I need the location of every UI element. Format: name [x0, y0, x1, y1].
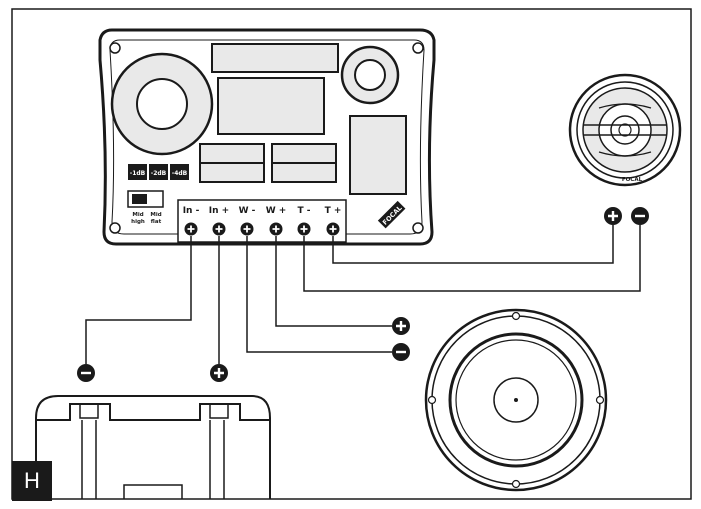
- mounting-hole: [427, 395, 437, 405]
- tweeter-brand-label: FOCAL: [622, 177, 643, 183]
- mounting-hole: [109, 222, 121, 234]
- terminal-screw[interactable]: [212, 222, 226, 236]
- terminal-label-w-plus: W +: [266, 206, 287, 216]
- terminal-screw[interactable]: [326, 222, 340, 236]
- mounting-hole: [109, 42, 121, 54]
- terminal-label-w-minus: W -: [239, 206, 256, 216]
- terminal-label-t-plus: T +: [325, 206, 342, 216]
- terminal-block: [177, 199, 347, 243]
- mounting-hole: [595, 395, 605, 405]
- plus-icon: [392, 317, 410, 335]
- terminal-label-in-minus: In -: [183, 206, 200, 216]
- switch-label-mid-high: Mid: [132, 212, 143, 218]
- terminal-label-in-plus: In +: [209, 206, 229, 216]
- minus-icon: [392, 343, 410, 361]
- attenuation-label: -1dB: [130, 170, 146, 177]
- figure-tag: H: [12, 461, 52, 501]
- wire-tweeter-minus: [303, 225, 641, 292]
- terminal-label-t-minus: T -: [297, 206, 310, 216]
- terminal-screw[interactable]: [297, 222, 311, 236]
- amplifier-housing: [35, 395, 271, 499]
- terminal-screws: [184, 222, 340, 236]
- crossover-component: [217, 77, 325, 135]
- minus-icon: [631, 207, 649, 225]
- tweeter-speaker: FOCAL: [568, 73, 682, 187]
- mounting-hole: [412, 222, 424, 234]
- crossover-component: [349, 115, 407, 195]
- terminal-screw[interactable]: [269, 222, 283, 236]
- amplifier-unit: [35, 395, 271, 499]
- wire-woofer-plus: [275, 236, 392, 327]
- polarity-markers: [77, 207, 649, 382]
- mounting-hole: [412, 42, 424, 54]
- terminal-screw[interactable]: [184, 222, 198, 236]
- wire-woofer-minus: [246, 236, 392, 353]
- crossover-unit: -1dB -2dB -4dB Mid high Mid flat FOCAL I…: [98, 28, 436, 246]
- mounting-hole: [511, 311, 521, 321]
- terminal-screw[interactable]: [240, 222, 254, 236]
- wires: [85, 225, 641, 364]
- attenuation-label: -2dB: [151, 170, 167, 177]
- svg-text:flat: flat: [151, 219, 162, 225]
- wire-input-minus: [85, 236, 192, 364]
- attenuation-label: -4dB: [172, 170, 188, 177]
- crossover-component: [211, 43, 339, 73]
- wire-tweeter-plus: [332, 225, 614, 264]
- mounting-hole: [511, 479, 521, 489]
- plus-icon: [210, 364, 228, 382]
- woofer-speaker: [424, 308, 608, 492]
- switch-label-mid-flat: Mid: [150, 212, 161, 218]
- svg-text:high: high: [131, 219, 145, 225]
- minus-icon: [77, 364, 95, 382]
- plus-icon: [604, 207, 622, 225]
- diagram-frame: [11, 8, 692, 500]
